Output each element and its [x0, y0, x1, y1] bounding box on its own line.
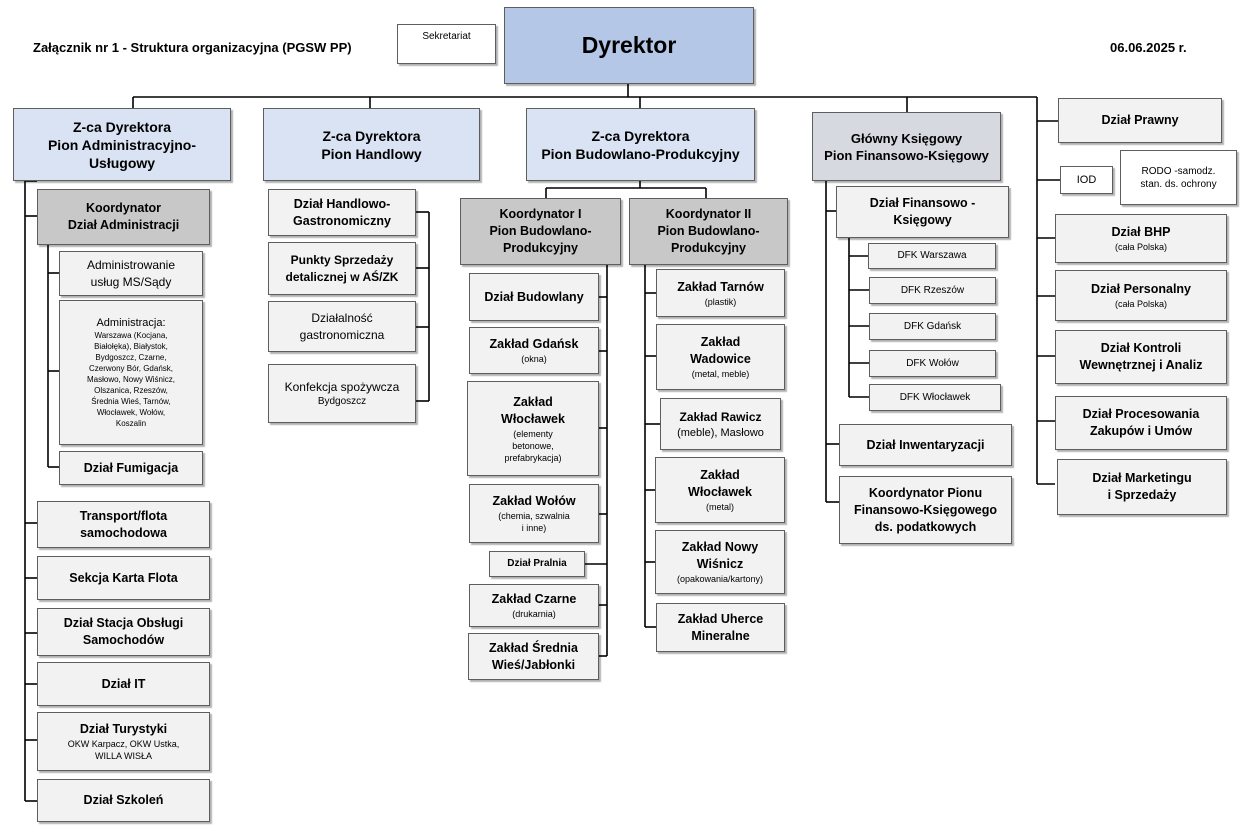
inventory-box: Dział Inwentaryzacji [839, 424, 1012, 466]
col2-unit-6: Zakład Uherce Mineralne [656, 603, 785, 652]
director-label: Dyrektor [581, 32, 677, 58]
dfk-wolow: DFK Wołów [869, 350, 996, 377]
fumigation-box: Dział Fumigacja [59, 451, 203, 485]
fin-dept-box: Dział Finansowo - Księgowy [836, 186, 1009, 238]
points-of-sale-box: Punkty Sprzedaży detalicznej w AŚ/ZK [268, 242, 416, 295]
build-coordinator-2: Koordynator II Pion Budowlano- Produkcyj… [629, 198, 788, 265]
dfk-gdansk: DFK Gdańsk [869, 313, 996, 340]
document-date: 06.06.2025 r. [1110, 40, 1187, 55]
food-packaging-box: Konfekcja spożywcza Bydgoszcz [268, 364, 416, 423]
pion-admin-head: Z-ca Dyrektora Pion Administracyjno- Usł… [13, 108, 231, 181]
tax-coordinator-box: Koordynator Pionu Finansowo-Księgowego d… [839, 476, 1012, 544]
col2-unit-1: Zakład Tarnów (plastik) [656, 269, 785, 317]
secretariat-label: Sekretariat [422, 31, 471, 42]
dfk-wloclawek: DFK Włocławek [869, 384, 1001, 411]
dfk-warszawa: DFK Warszawa [868, 243, 996, 269]
trade-dept-box: Dział Handlowo- Gastronomiczny [268, 189, 416, 236]
secretariat-box: Sekretariat [397, 24, 496, 64]
director-box: Dyrektor [504, 7, 754, 84]
legal-box: Dział Prawny [1058, 98, 1222, 143]
tourism-box: Dział Turystyki OKW Karpacz, OKW Ustka, … [37, 712, 210, 771]
marketing-box: Dział Marketingu i Sprzedaży [1057, 459, 1227, 515]
col2-unit-3: Zakład Rawicz (meble), Masłowo [660, 398, 781, 450]
col2-unit-2: Zakład Wadowice (metal, meble) [656, 324, 785, 390]
rodo-box: RODO -samodz. stan. ds. ochrony [1120, 150, 1237, 205]
bhp-box: Dział BHP (cała Polska) [1055, 214, 1227, 263]
admin-locations-box: Administracja: Warszawa (Kocjana, Białoł… [59, 300, 203, 445]
iod-box: IOD [1060, 166, 1113, 194]
it-box: Dział IT [37, 662, 210, 706]
col2-unit-4: Zakład Włocławek (metal) [655, 457, 785, 523]
pion-build-head: Z-ca Dyrektora Pion Budowlano-Produkcyjn… [526, 108, 755, 181]
dfk-rzeszow: DFK Rzeszów [869, 277, 996, 304]
audit-box: Dział Kontroli Wewnętrznej i Analiz [1055, 330, 1227, 384]
procurement-box: Dział Procesowania Zakupów i Umów [1055, 396, 1227, 450]
admin-coordinator-box: Koordynator Dział Administracji [37, 189, 210, 245]
col1-unit-2: Zakład Gdańsk (okna) [469, 327, 599, 374]
transport-box: Transport/flota samochodowa [37, 501, 210, 548]
col1-unit-5: Dział Pralnia [489, 551, 585, 577]
hr-box: Dział Personalny (cała Polska) [1055, 270, 1227, 321]
gastronomy-box: Działalność gastronomiczna [268, 301, 416, 352]
pion-finance-head: Główny Księgowy Pion Finansowo-Księgowy [812, 112, 1001, 181]
admin-ms-box: Administrowanie usług MS/Sądy [59, 251, 203, 296]
col1-unit-7: Zakład Średnia Wieś/Jabłonki [468, 633, 599, 680]
col1-unit-1: Dział Budowlany [469, 273, 599, 321]
document-title: Załącznik nr 1 - Struktura organizacyjna… [33, 40, 352, 55]
col1-unit-3: Zakład Włocławek (elementy betonowe, pre… [467, 381, 599, 476]
col2-unit-5: Zakład Nowy Wiśnicz (opakowania/kartony) [655, 530, 785, 594]
training-box: Dział Szkoleń [37, 779, 210, 822]
service-station-box: Dział Stacja Obsługi Samochodów [37, 608, 210, 656]
col1-unit-6: Zakład Czarne (drukarnia) [469, 584, 599, 627]
karta-flota-box: Sekcja Karta Flota [37, 556, 210, 600]
pion-trade-head: Z-ca Dyrektora Pion Handlowy [263, 108, 480, 181]
build-coordinator-1: Koordynator I Pion Budowlano- Produkcyjn… [460, 198, 621, 265]
col1-unit-4: Zakład Wołów (chemia, szwalnia i inne) [469, 484, 599, 543]
